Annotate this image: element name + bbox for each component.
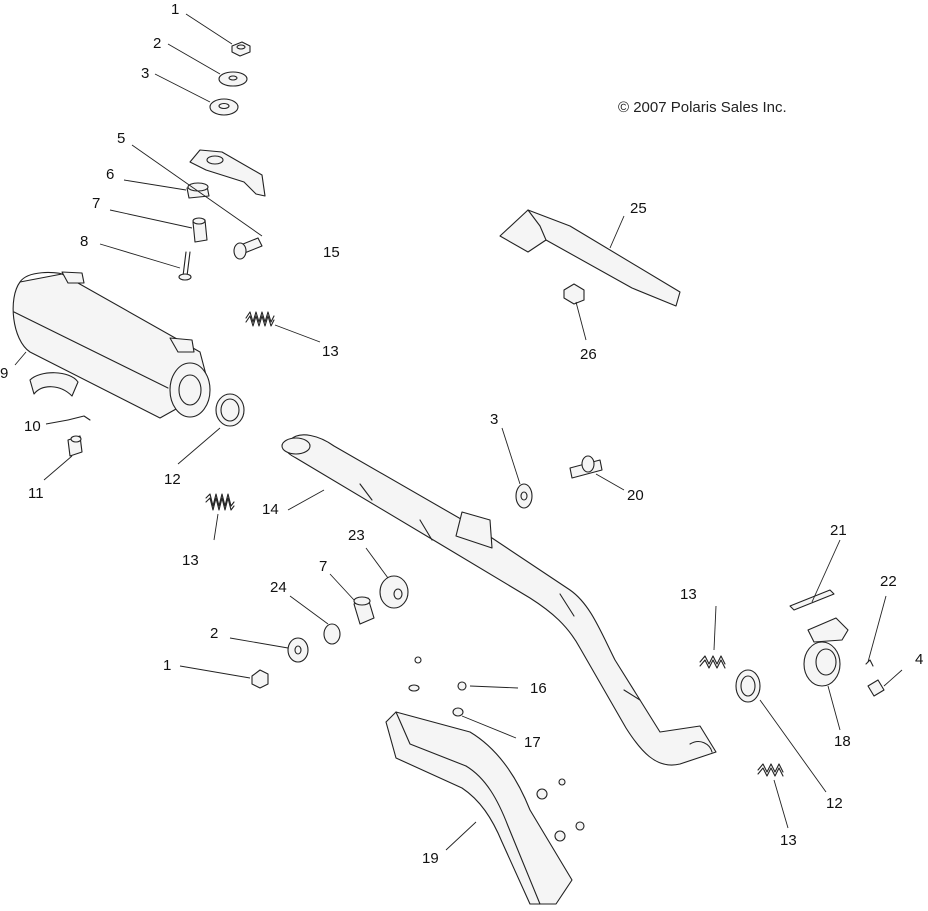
callout: 16 <box>530 680 547 697</box>
part-grommet-23 <box>379 575 409 609</box>
callout: 17 <box>524 734 541 751</box>
callout: 14 <box>262 501 279 518</box>
callout: 19 <box>422 850 439 867</box>
callout: 21 <box>830 522 847 539</box>
callout: 11 <box>28 485 44 502</box>
part-flange-18 <box>803 617 849 687</box>
callout: 3 <box>141 65 149 82</box>
part-bracket-top <box>189 149 266 197</box>
part-nut-top <box>231 41 251 57</box>
part-washer-24 <box>323 623 341 645</box>
callout: 26 <box>580 346 597 363</box>
part-washer-3-mid <box>515 483 533 509</box>
callout: 10 <box>24 418 41 435</box>
part-heat-shield-upper <box>499 209 681 307</box>
part-bushing <box>186 182 210 199</box>
part-nut-1-lower <box>251 669 269 689</box>
callout: 22 <box>880 573 897 590</box>
callout: 1 <box>171 1 179 18</box>
callout: 2 <box>210 625 218 642</box>
part-spring-lower-left <box>205 493 235 511</box>
callout: 13 <box>322 343 339 360</box>
part-spring-upper <box>245 311 275 327</box>
part-spacer <box>192 217 208 243</box>
part-bolt-left <box>178 251 192 281</box>
callout: 12 <box>164 471 181 488</box>
copyright-notice: © 2007 Polaris Sales Inc. <box>618 99 787 116</box>
callout: 12 <box>826 795 843 812</box>
part-pin <box>67 435 83 457</box>
callout: 1 <box>163 657 171 674</box>
part-muffler <box>12 271 211 419</box>
part-heat-shield-lower <box>385 711 573 905</box>
callout-labels: 1 2 3 5 6 7 8 15 25 26 13 9 10 11 12 3 2… <box>0 1 923 867</box>
callout: 20 <box>627 487 644 504</box>
part-washer-top <box>218 71 248 87</box>
callout: 6 <box>106 166 114 183</box>
leader-lines <box>14 13 903 851</box>
part-spacer-7-lower <box>353 596 375 625</box>
callout: 2 <box>153 35 161 52</box>
part-plug-4 <box>867 679 885 697</box>
callout: 5 <box>117 130 125 147</box>
part-gasket-21 <box>789 589 835 611</box>
callout: 4 <box>915 651 923 668</box>
part-spring-right <box>699 655 726 669</box>
callout: 13 <box>680 586 697 603</box>
part-washer-2-lower <box>287 637 309 663</box>
callout: 7 <box>319 558 327 575</box>
callout: 7 <box>92 195 100 212</box>
callout: 13 <box>182 552 199 569</box>
callout: 23 <box>348 527 365 544</box>
part-spring-lower-right <box>757 763 784 777</box>
callout: 24 <box>270 579 287 596</box>
callout: 15 <box>323 244 340 261</box>
part-stud-20 <box>569 455 603 479</box>
part-nut-26 <box>563 283 585 305</box>
part-gasket-12-right <box>735 669 761 703</box>
callout: 9 <box>0 365 8 382</box>
part-bolt-15 <box>233 237 263 260</box>
part-washer-grommet-top <box>209 98 239 116</box>
callout: 18 <box>834 733 851 750</box>
part-gasket-left <box>215 393 245 427</box>
part-spring-22 <box>865 659 874 667</box>
callout: 8 <box>80 233 88 250</box>
callout: 3 <box>490 411 498 428</box>
part-small-hardware <box>408 656 585 842</box>
part-clip <box>67 415 91 421</box>
callout: 13 <box>780 832 797 849</box>
part-exhaust-pipe <box>281 434 717 766</box>
callout: 25 <box>630 200 647 217</box>
